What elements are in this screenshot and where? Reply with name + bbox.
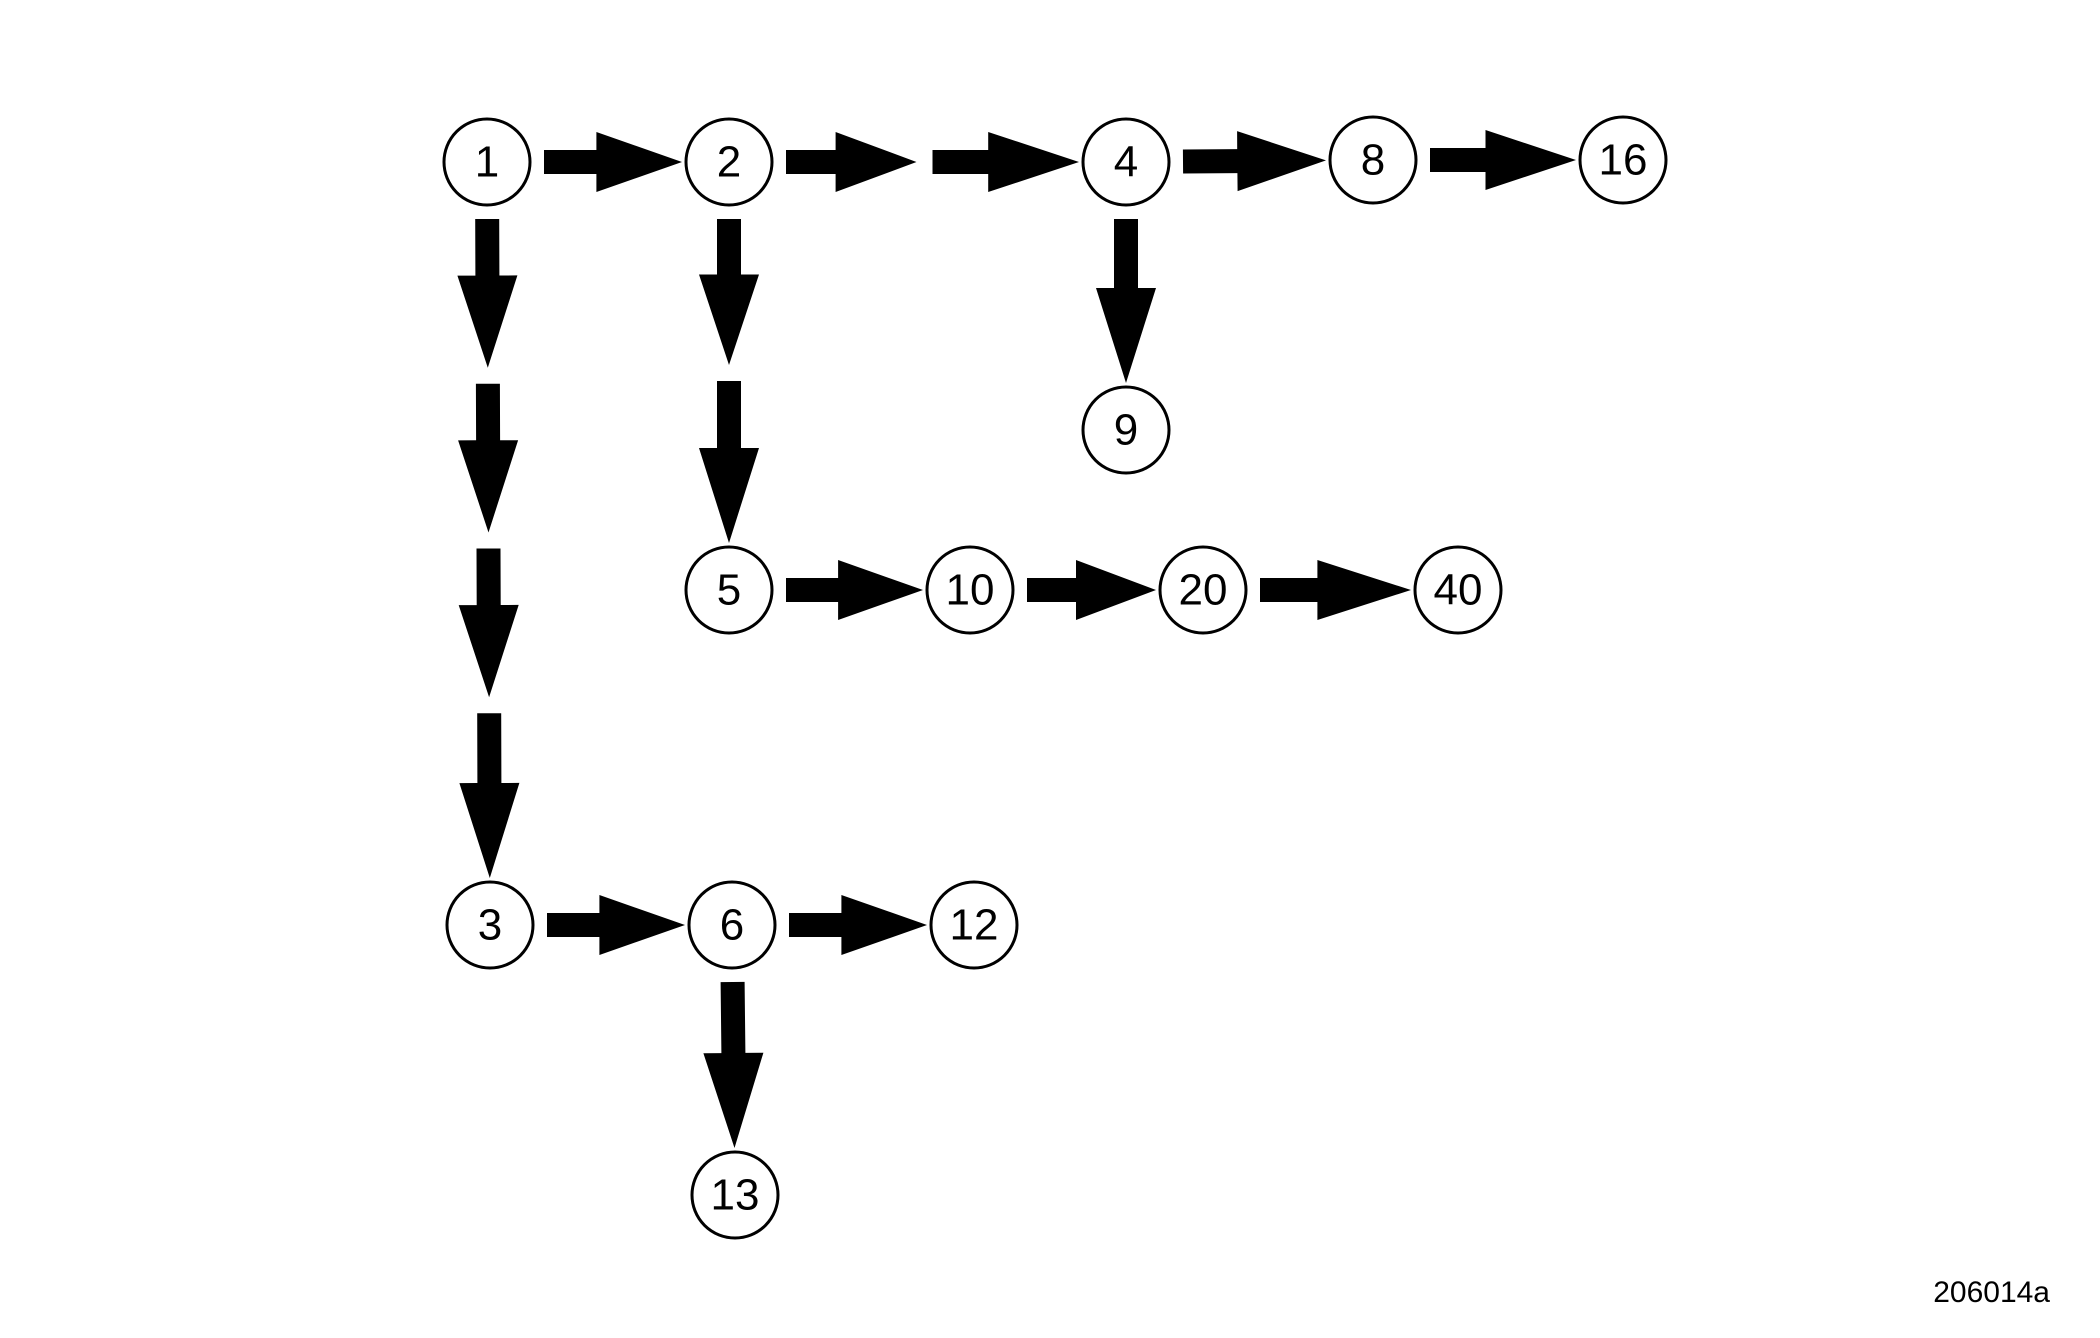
- node-label: 1: [475, 138, 499, 187]
- arrow-10-to-20-1: [1027, 560, 1156, 620]
- node-20: 20: [1158, 545, 1248, 635]
- node-16: 16: [1578, 115, 1668, 205]
- node-label: 12: [950, 901, 999, 950]
- node-label: 9: [1114, 406, 1138, 455]
- arrow-2-to-5-1: [699, 219, 759, 365]
- node-1: 1: [442, 117, 532, 207]
- node-label: 16: [1599, 136, 1648, 185]
- arrow-4-to-9-1: [1096, 219, 1156, 383]
- node-40: 40: [1413, 545, 1503, 635]
- node-9: 9: [1081, 385, 1171, 475]
- node-6: 6: [687, 880, 777, 970]
- node-label: 8: [1361, 136, 1385, 185]
- node-label: 2: [717, 138, 741, 187]
- arrow-5-to-10-1: [786, 560, 923, 620]
- node-label: 6: [720, 901, 744, 950]
- arrow-4-to-8-1: [1182, 131, 1326, 192]
- node-5: 5: [684, 545, 774, 635]
- node-3: 3: [445, 880, 535, 970]
- arrow-2-to-4-1: [786, 132, 917, 192]
- node-label: 20: [1179, 566, 1228, 615]
- arrow-1-to-3-1: [457, 219, 518, 368]
- arrow-1-to-3-3: [458, 548, 519, 698]
- node-label: 40: [1434, 566, 1483, 615]
- arrow-3-to-6-1: [547, 895, 685, 955]
- node-12: 12: [929, 880, 1019, 970]
- arrow-2-to-4-2: [932, 132, 1079, 192]
- arrow-1-to-3-2: [458, 383, 519, 533]
- node-label: 4: [1114, 138, 1138, 187]
- node-8: 8: [1328, 115, 1418, 205]
- node-4: 4: [1081, 117, 1171, 207]
- node-13: 13: [690, 1150, 780, 1240]
- arrow-6-to-13-1: [703, 981, 764, 1148]
- arrows-layer: [457, 130, 1576, 1148]
- node-label: 3: [478, 901, 502, 950]
- node-10: 10: [925, 545, 1015, 635]
- arrow-20-to-40-1: [1260, 560, 1411, 620]
- arrow-2-to-5-2: [699, 381, 759, 543]
- figure-code: 206014a: [1933, 1276, 2050, 1309]
- arrow-1-to-2-1: [544, 132, 682, 192]
- node-label: 5: [717, 566, 741, 615]
- arrow-6-to-12-1: [789, 895, 927, 955]
- node-label: 13: [711, 1171, 760, 1220]
- arrow-8-to-16-1: [1430, 130, 1576, 190]
- node-2: 2: [684, 117, 774, 207]
- arrow-1-to-3-4: [459, 713, 520, 878]
- node-label: 10: [946, 566, 995, 615]
